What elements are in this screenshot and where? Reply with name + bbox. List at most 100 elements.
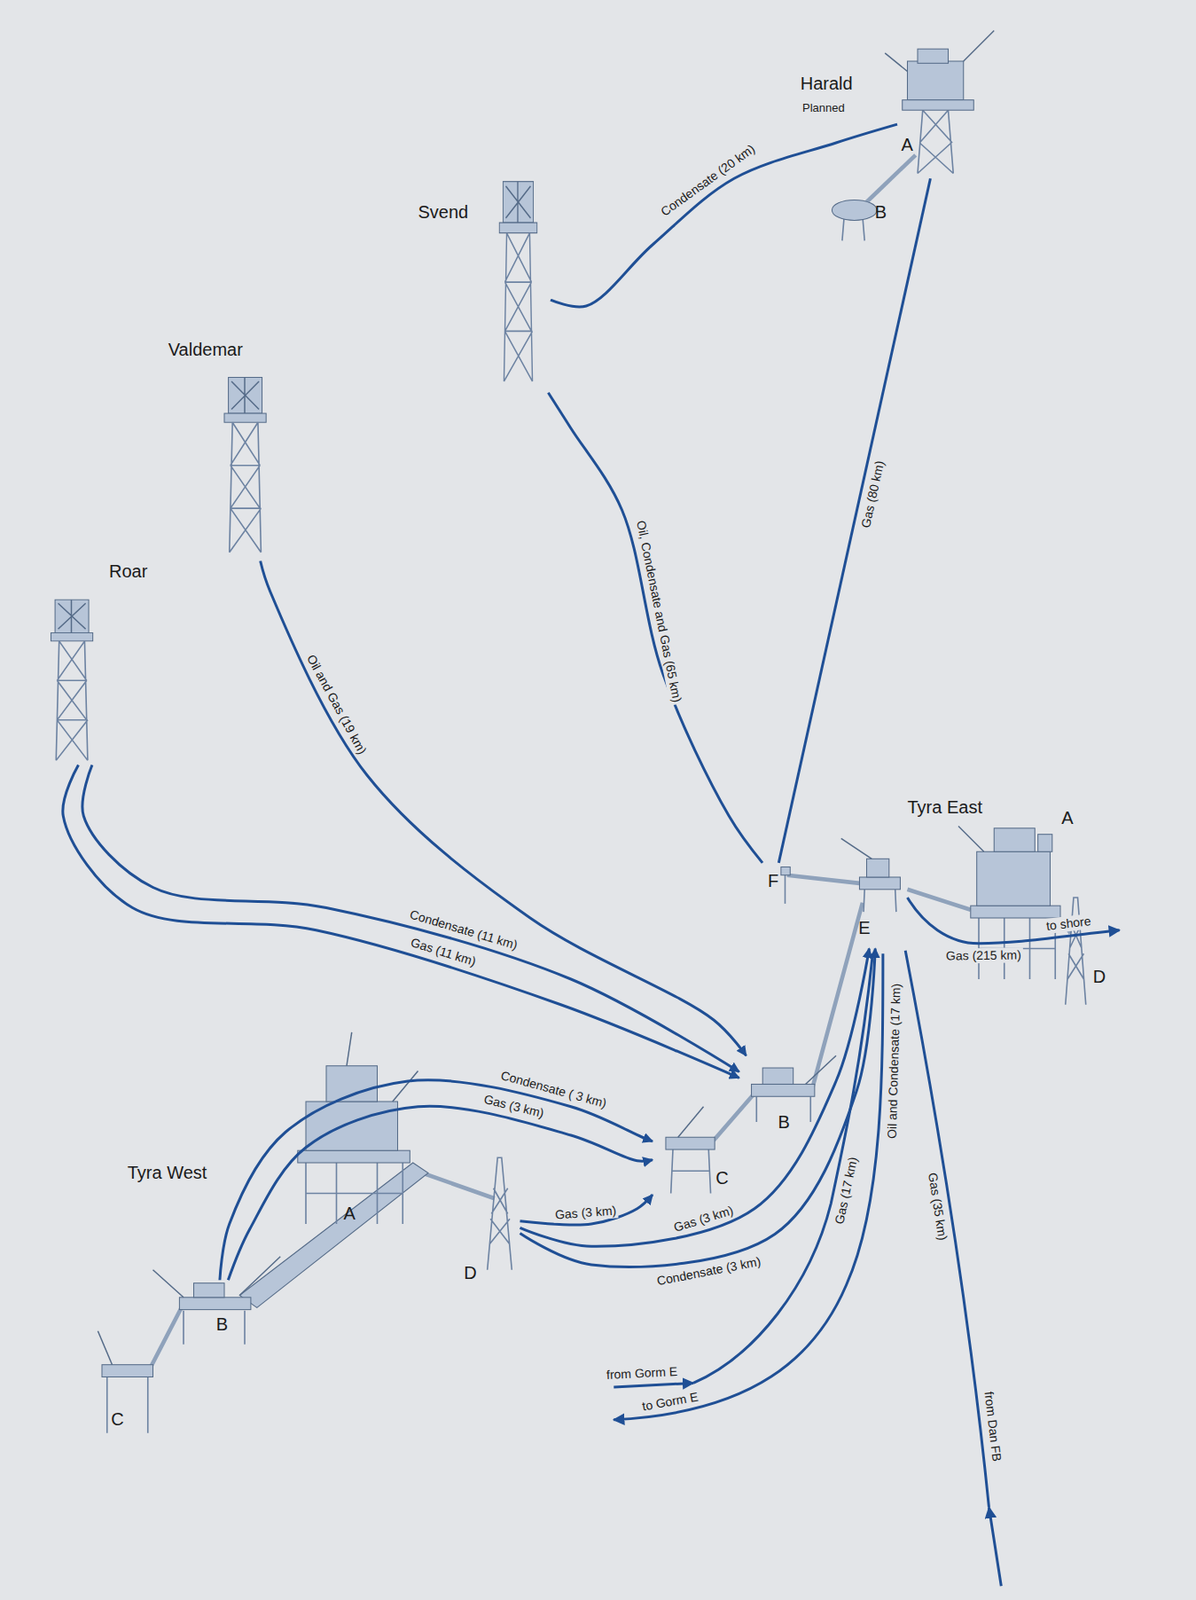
platform-box: Roar [46,555,174,766]
tyra-west-drawing [153,1256,282,1298]
tyra-east-drawing [859,876,900,890]
tyra-west-drawing [239,1162,429,1307]
connector-group [62,124,931,1280]
platform-box: C [96,1345,164,1439]
pipeline-label: Gas (3 km) [552,1202,618,1222]
pipeline-label: Oil and Gas (19 km) [302,649,370,759]
platform-name: Harald [800,73,853,94]
tyra-west-drawing [97,1330,112,1365]
platform-letter: B [875,202,887,223]
harald-drawing [884,31,994,72]
platform-box: Svend [413,183,551,393]
satellite-drawing [51,599,94,760]
tyra-east-drawing [713,875,1071,1141]
platform-name: Tyra West [127,1162,208,1183]
platform-box: B [739,1055,827,1135]
field-group: HaraldPlanned A B [774,40,1000,251]
pipeline [520,948,876,1267]
platform-letter: B [216,1313,228,1335]
tyra-east-drawing [781,867,790,876]
tyra-east-drawing [977,851,1051,906]
tyra-east-drawing [970,905,1061,918]
platform-name: Tyra East [907,797,983,818]
pipeline-label: Condensate (3 km) [653,1252,764,1289]
tyra-west-drawing [305,1162,403,1224]
platform-box: F [759,862,791,898]
harald-drawing [907,61,964,101]
platform-letter: B [777,1111,790,1133]
satellite-drawing [499,181,537,382]
tyra-west-drawing [183,1310,245,1345]
export-pipeline [613,953,884,1420]
pipeline-label: Gas (215 km) [944,946,1024,963]
pipeline-label: Gas (3 km) [480,1091,548,1122]
tyra-east-drawing [1038,834,1053,853]
pipeline-label: Gas (17 km) [831,1153,861,1228]
pipeline-label: Gas (80 km) [857,457,888,532]
pipeline [82,765,740,1072]
export-pipeline [613,897,1119,1586]
platform-letter: D [463,1262,477,1283]
platform-letter: C [110,1408,124,1430]
platform-letter: E [858,917,870,939]
status-note: Planned [802,101,845,116]
platform-box: D [459,1152,521,1288]
tyra-east-drawing [751,1083,815,1096]
pipeline [260,561,747,1056]
platform-name: Roar [109,561,148,582]
tyra-west-drawing [194,1282,226,1298]
harald-drawing [902,100,975,111]
pipeline [62,765,740,1079]
tyra-east-drawing [665,826,1087,1194]
pipeline-label: Condensate (20 km) [656,140,760,221]
tyra-west-drawing [107,1376,149,1433]
tyra-west-drawing [97,1031,512,1433]
satellite-drawing [224,377,266,553]
platform-name: Valdemar [168,339,243,360]
field-group: Tyra EastABCDEF [652,789,1117,1204]
tyra-east-drawing [958,826,985,853]
export-pipeline [693,953,873,1383]
pipeline-label: Oil, Condensate and Gas (65 km) [633,516,686,705]
platform-letter: C [715,1167,728,1189]
tyra-east-drawing [867,858,890,877]
export-pipeline [613,1382,694,1387]
field-group: Tyra WestA B C D [92,1034,536,1443]
platform-box: A [290,1034,414,1229]
tyra-west-drawing [101,1364,154,1377]
tyra-east-drawing [665,1136,715,1150]
tyra-east-drawing [841,837,873,859]
platform-box: C [652,1116,735,1198]
pipeline [778,178,931,863]
pipeline-label: to shore [1043,913,1094,934]
pipeline-label: Gas (11 km) [406,934,479,970]
pipeline [520,1194,654,1225]
tyra-west-drawing [297,1149,411,1163]
tyra-west-drawing [346,1031,419,1102]
harald-drawing [917,48,949,63]
harald-drawing [831,199,877,220]
tyra-east-drawing [762,1067,793,1084]
platform-box: B [828,189,892,242]
tyra-east-drawing [863,889,897,912]
tyra-west-drawing [150,1167,495,1367]
platform-box: Valdemar [163,336,286,562]
platform-box: A [897,40,994,179]
export-pipeline [905,950,989,1508]
platform-name: A [343,1203,356,1224]
tyra-west-drawing [179,1297,251,1310]
harald-drawing [864,155,916,204]
pipeline [550,124,898,307]
pipeline-label: from Dan FB [980,1388,1004,1464]
export-pipeline [989,1507,1002,1587]
platform-letter: D [1093,966,1106,987]
tyra-east-drawing [678,1106,704,1138]
satellite-drawing [51,181,538,761]
platform-box: D [1060,887,1117,1010]
pipeline-label: from Gorm E [604,1363,681,1383]
platform-name: Svend [418,202,470,223]
